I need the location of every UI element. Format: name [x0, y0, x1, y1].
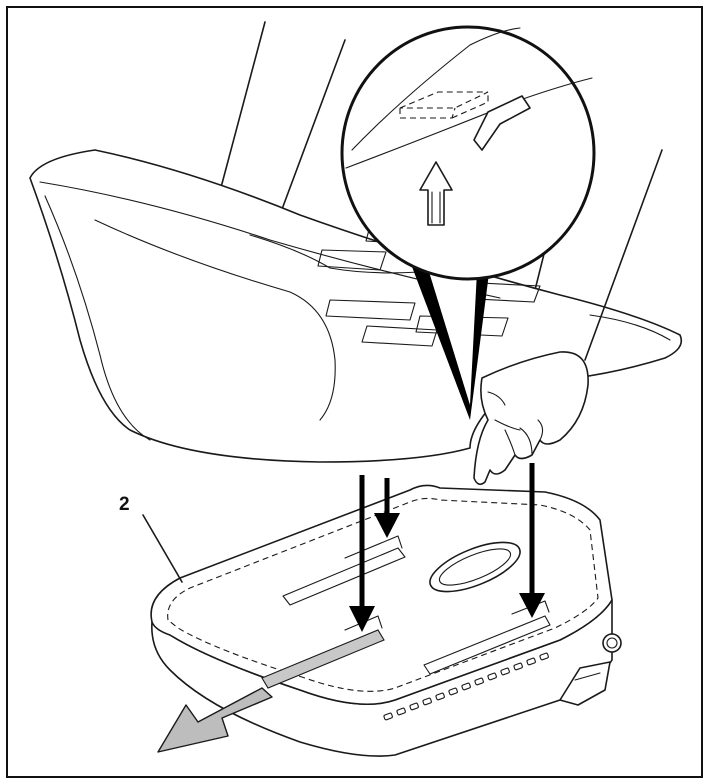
callout-number-2: 2: [119, 494, 130, 515]
figure-border: [6, 6, 703, 778]
down-arrow-icon: [374, 478, 400, 538]
magnifier-detail-icon: [340, 25, 596, 420]
vent-slots: [383, 652, 549, 721]
hand-icon: [473, 149, 663, 486]
callout-leader-line: [142, 514, 183, 583]
down-arrow-icon: [519, 463, 545, 618]
up-arrow-icon: [419, 161, 453, 226]
down-arrow-icon: [349, 475, 375, 632]
seat-base-plate-icon: [150, 484, 622, 757]
removal-arrow-icon: [157, 687, 273, 753]
